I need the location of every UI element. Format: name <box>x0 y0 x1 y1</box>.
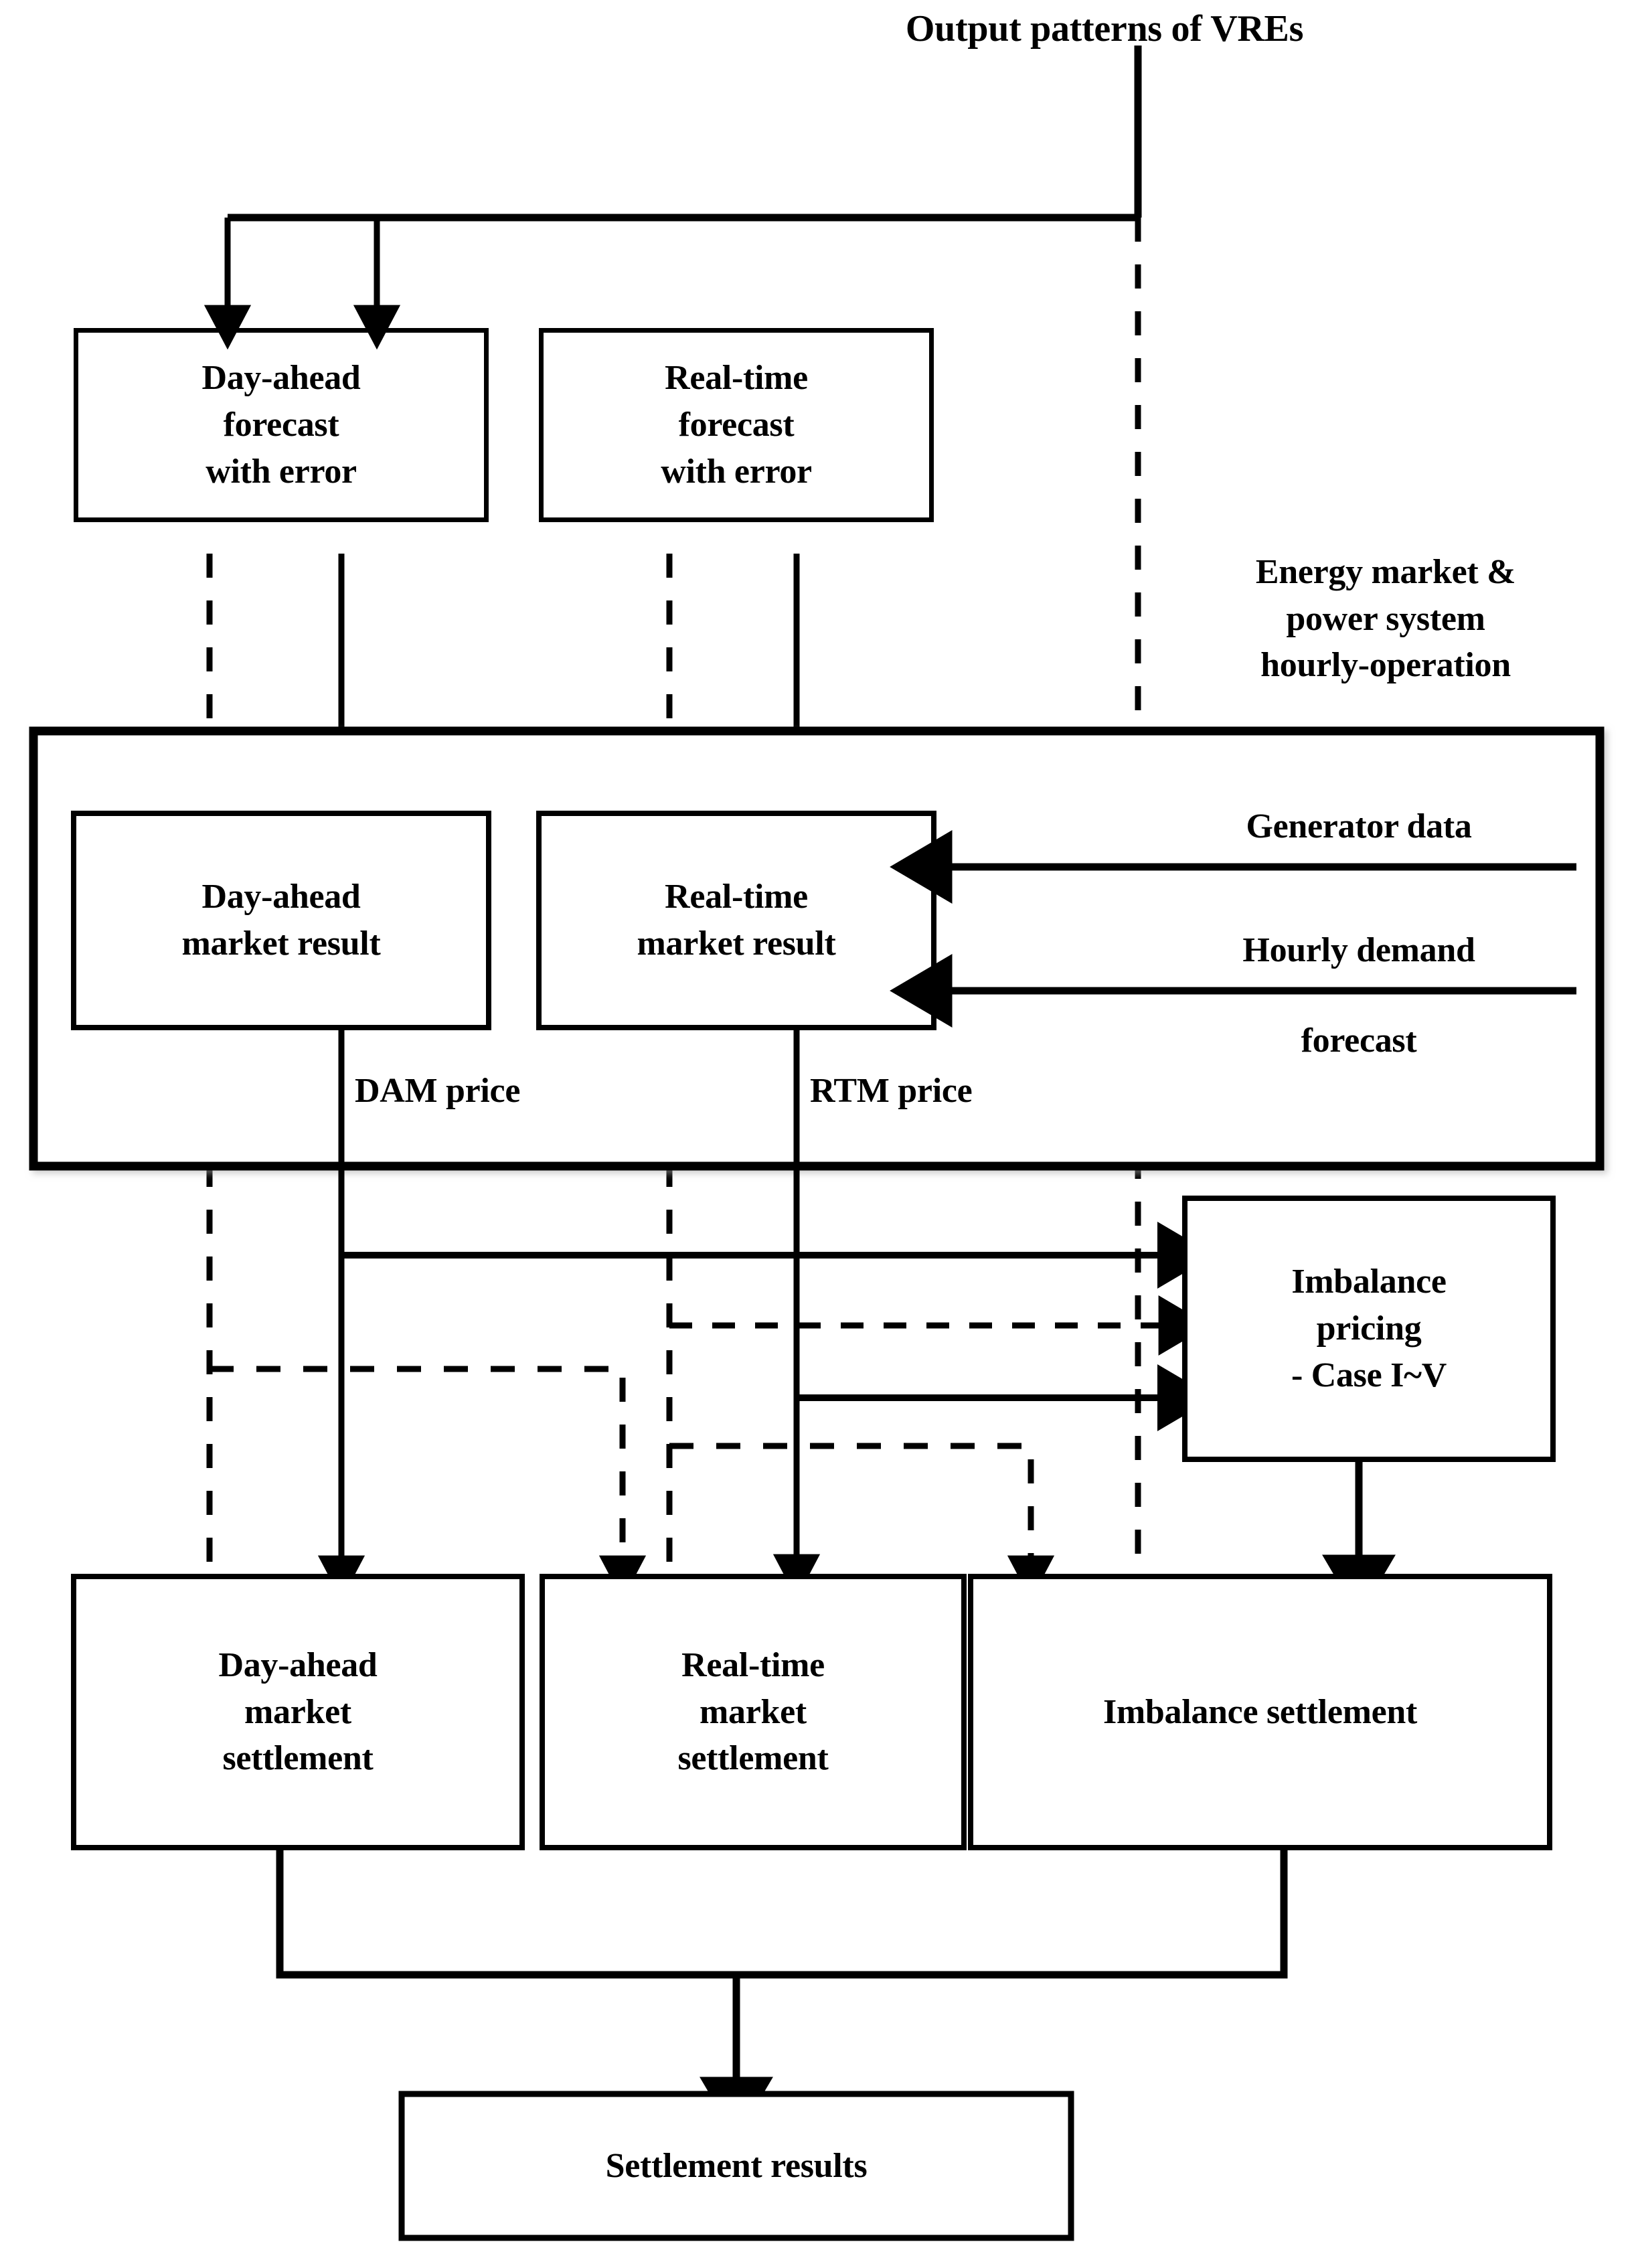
node-line: forecast <box>223 406 339 444</box>
node-line: with error <box>206 452 357 491</box>
node-line: settlement <box>222 1739 374 1778</box>
node-line: pricing <box>1316 1309 1422 1348</box>
container-caption: Energy market & power system hourly-oper… <box>1158 549 1613 689</box>
node-line: forecast <box>678 406 795 444</box>
node-line: Day-ahead <box>201 878 361 916</box>
node-real-time-market-settlement: Real-time market settlement <box>542 1576 964 1848</box>
node-line: market <box>244 1692 351 1731</box>
caption-line: Energy market & <box>1255 553 1516 591</box>
node-day-ahead-market-result: Day-ahead market result <box>74 813 489 1028</box>
node-line: Real-time <box>665 878 808 916</box>
node-line: - Case I~V <box>1291 1356 1447 1394</box>
node-imbalance-pricing: Imbalance pricing - Case I~V <box>1185 1198 1553 1459</box>
edge-label-rtm-price: RTM price <box>810 1072 973 1110</box>
caption-line: hourly-operation <box>1260 646 1511 685</box>
node-line: Day-ahead <box>201 359 361 398</box>
edge-label-generator-data: Generator data <box>1246 807 1472 845</box>
node-settlement-results: Settlement results <box>402 2094 1071 2238</box>
node-line: Day-ahead <box>218 1645 378 1684</box>
node-line: market result <box>181 924 381 963</box>
edge-label-hourly-demand-forecast: forecast <box>1301 1022 1417 1060</box>
edge-label-hourly-demand: Hourly demand <box>1242 931 1475 969</box>
node-real-time-forecast: Real-time forecast with error <box>539 328 934 522</box>
node-imbalance-settlement: Imbalance settlement <box>971 1576 1550 1848</box>
node-line: Imbalance <box>1291 1263 1447 1301</box>
page-title: Output patterns of VREs <box>905 8 1304 50</box>
edge-label-dam-price: DAM price <box>355 1072 521 1110</box>
node-line: market result <box>637 924 836 963</box>
node-line: with error <box>661 452 812 491</box>
node-real-time-market-result: Real-time market result <box>539 813 934 1028</box>
node-day-ahead-forecast: Day-ahead forecast with error <box>74 328 489 522</box>
node-line: Real-time <box>681 1645 825 1684</box>
node-line: Settlement results <box>605 2146 868 2185</box>
node-line: settlement <box>677 1739 829 1778</box>
node-day-ahead-market-settlement: Day-ahead market settlement <box>74 1576 522 1848</box>
caption-line: power system <box>1286 599 1485 638</box>
node-line: Real-time <box>665 359 808 398</box>
node-line: market <box>700 1692 807 1731</box>
node-line: Imbalance settlement <box>1102 1692 1418 1731</box>
